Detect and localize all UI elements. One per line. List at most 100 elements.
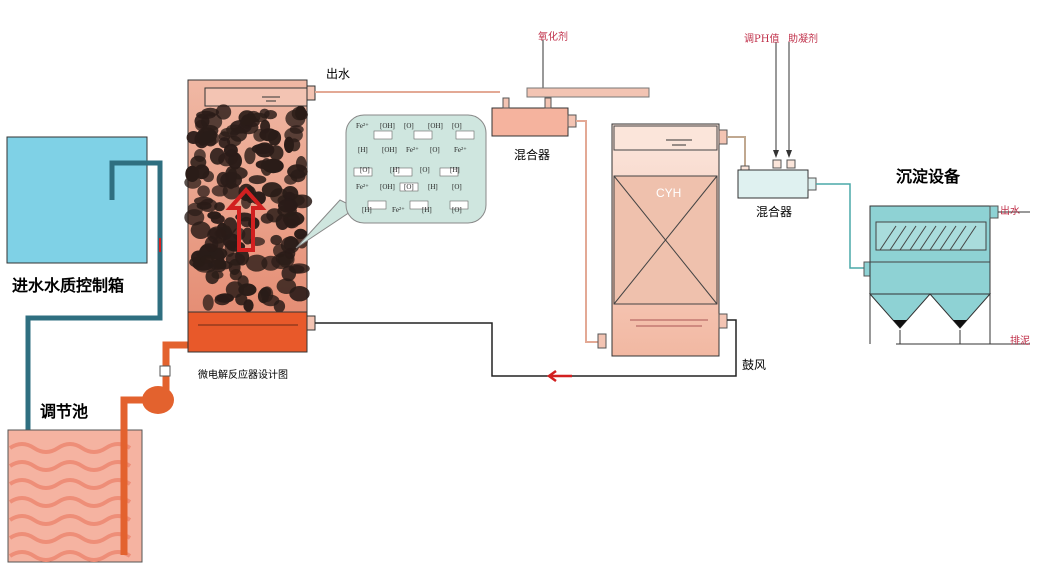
media-pebble xyxy=(202,294,214,311)
reaction-species-item: [H] xyxy=(362,206,372,214)
reaction-species-item: Fe²⁺ xyxy=(406,146,419,154)
media-pebble xyxy=(222,182,241,200)
media-pebble xyxy=(260,213,274,224)
air-line xyxy=(315,319,737,377)
sludge-discharge-label: 排泥 xyxy=(1010,336,1030,347)
reaction-species-item: [O] xyxy=(430,146,440,154)
electrode-cell xyxy=(367,200,387,210)
electrode-cell xyxy=(449,200,469,210)
electrode-cell xyxy=(409,200,429,210)
media-pebble xyxy=(200,255,215,264)
reaction-species-item: [OH] xyxy=(382,146,397,154)
sedimentation-title: 沉淀设备 xyxy=(896,167,961,186)
media-pebble xyxy=(294,228,308,240)
air-flow-arrow xyxy=(546,369,572,383)
cyh-label: CYH xyxy=(656,186,682,200)
media-pebble xyxy=(207,211,222,220)
media-pebble xyxy=(230,127,247,142)
electrode-cell xyxy=(399,182,419,192)
media-pebble xyxy=(260,119,271,134)
media-pebble xyxy=(251,143,274,155)
reaction-species-item: [O] xyxy=(360,166,370,174)
reaction-bubble xyxy=(295,114,487,249)
sedimentation-equipment xyxy=(868,205,1030,345)
media-pebble xyxy=(214,295,230,306)
micro-electrolysis-reactor xyxy=(184,79,316,353)
media-pebble xyxy=(225,281,244,298)
regulating-tank-label: 调节池 xyxy=(40,402,89,421)
media-pebble xyxy=(278,198,298,213)
media-pebble xyxy=(261,255,281,271)
media-pebble xyxy=(248,175,267,185)
inlet-control-box xyxy=(6,136,148,264)
media-pebble xyxy=(291,106,307,121)
cyh-reactor xyxy=(611,123,728,357)
reaction-species-item: [H] xyxy=(390,166,400,174)
pump xyxy=(120,341,190,555)
media-pebble xyxy=(270,234,283,246)
media-pebble xyxy=(185,165,200,182)
media-pebble xyxy=(257,289,269,304)
reaction-species-item: [H] xyxy=(450,166,460,174)
media-pebble xyxy=(205,269,220,285)
upflow-arrow xyxy=(225,186,267,252)
media-pebble xyxy=(224,240,235,257)
media-pebble xyxy=(197,185,210,198)
mixer-2 xyxy=(737,42,817,199)
media-pebble xyxy=(223,143,238,157)
media-pebble xyxy=(284,127,303,143)
media-pebble xyxy=(199,198,218,212)
reaction-species-item: Fe²⁺ xyxy=(356,122,369,130)
media-pebble xyxy=(261,182,283,198)
pipe-cyh-to-mixer2 xyxy=(727,136,746,166)
media-pebble xyxy=(280,236,300,254)
electrode-cell xyxy=(353,167,373,177)
coagulant-aid-label: 助凝剂 xyxy=(788,34,818,45)
media-pebble xyxy=(199,130,220,146)
reaction-species-item: [O] xyxy=(452,122,462,130)
mixer-1-label: 混合器 xyxy=(514,148,551,162)
reactor-caption: 微电解反应器设计图 xyxy=(198,370,288,381)
mixer-1 xyxy=(491,40,650,137)
media-pebble xyxy=(190,221,211,239)
electrode-cell xyxy=(439,167,459,177)
electrode-cell xyxy=(413,130,433,140)
media-pebble xyxy=(194,149,206,162)
reaction-species-item: [O] xyxy=(404,122,414,130)
ph-adjust-label: 调PH值 xyxy=(744,34,780,45)
media-pebble xyxy=(261,159,284,173)
media-pebble xyxy=(244,147,256,165)
reaction-species-item: [O] xyxy=(420,166,430,174)
sediment-outlet-label: 出水 xyxy=(1000,206,1020,217)
media-pebble xyxy=(209,147,226,165)
media-pebble xyxy=(243,299,254,312)
reaction-species-item: Fe²⁺ xyxy=(356,183,369,191)
pipe-mixer1-to-cyh xyxy=(576,120,605,343)
media-pebble xyxy=(245,254,268,272)
reaction-species-item: [O] xyxy=(452,183,462,191)
media-pebble xyxy=(250,112,268,123)
reaction-species-item: Fe²⁺ xyxy=(392,206,405,214)
reaction-species-item: [O] xyxy=(452,206,462,214)
reaction-species-item: [OH] xyxy=(428,122,443,130)
oxidant-label: 氧化剂 xyxy=(538,32,568,43)
media-pebble xyxy=(281,265,297,282)
electrode-cell xyxy=(373,130,393,140)
electrode-cell xyxy=(455,130,475,140)
media-pebble xyxy=(238,110,256,126)
media-pebble xyxy=(295,156,307,172)
electrode-cell xyxy=(393,167,413,177)
regulating-tank xyxy=(7,429,143,563)
mixer-2-label: 混合器 xyxy=(756,205,793,219)
aeration-label: 鼓风 xyxy=(742,358,767,372)
reaction-species-item: [O] xyxy=(404,183,414,191)
media-pebble xyxy=(214,229,227,238)
pipe-mixer2-to-sediment xyxy=(816,183,866,269)
reaction-species-item: [OH] xyxy=(380,183,395,191)
media-pebble xyxy=(215,104,232,120)
media-pebble xyxy=(196,110,216,120)
media-pebble xyxy=(227,166,248,180)
media-pebble xyxy=(187,202,203,217)
inlet-control-box-label: 进水水质控制箱 xyxy=(12,276,125,295)
